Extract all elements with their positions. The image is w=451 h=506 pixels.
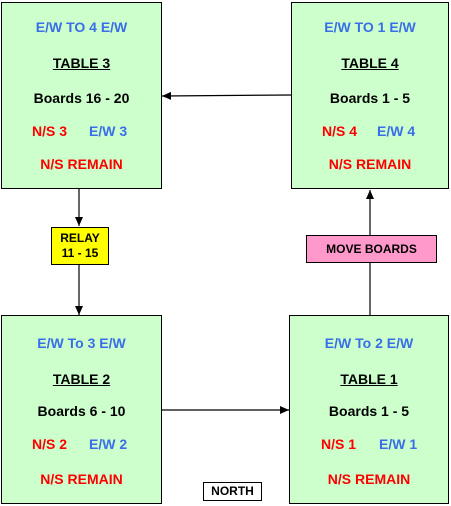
table-4-ew-move: E/W TO 1 E/W (324, 19, 416, 35)
table-1-ns-remain: N/S REMAIN (327, 471, 411, 487)
relay-boards: 11 - 15 (61, 246, 99, 260)
north-text: NORTH (211, 484, 254, 498)
relay-box: RELAY 11 - 15 (51, 227, 109, 265)
table-4-boards: Boards 1 - 5 (329, 90, 411, 106)
table-3-ew-move: E/W TO 4 E/W (35, 19, 128, 35)
table-1-ns-pair: N/S 1 (321, 436, 357, 452)
arrow-table4-to-table3 (161, 91, 292, 100)
table-2-ns-pair: N/S 2 (32, 436, 68, 452)
table-4-box: E/W TO 1 E/W TABLE 4 Boards 1 - 5 N/S 4 … (291, 2, 449, 189)
table-2-title: TABLE 2 (52, 371, 111, 387)
table-3-ns-pair: N/S 3 (32, 123, 68, 139)
table-4-ew-pair: E/W 4 (377, 123, 416, 139)
table-3-box: E/W TO 4 E/W TABLE 3 Boards 16 - 20 N/S … (1, 2, 162, 189)
table-3-title: TABLE 3 (52, 55, 111, 71)
table-3-ns-remain: N/S REMAIN (40, 156, 123, 172)
move-boards-box: MOVE BOARDS (306, 235, 437, 263)
table-1-boards: Boards 1 - 5 (328, 403, 410, 419)
table-1-ew-pair: E/W 1 (379, 436, 418, 452)
table-4-title: TABLE 4 (341, 55, 399, 71)
north-label: NORTH (203, 482, 262, 501)
table-1-title: TABLE 1 (340, 371, 398, 387)
relay-label: RELAY (60, 231, 100, 245)
table-2-ew-pair: E/W 2 (89, 436, 128, 452)
table-4-ns-pair: N/S 4 (322, 123, 358, 139)
table-2-box: E/W To 3 E/W TABLE 2 Boards 6 - 10 N/S 2… (1, 315, 162, 504)
table-1-box: E/W To 2 E/W TABLE 1 Boards 1 - 5 N/S 1 … (289, 315, 449, 504)
move-boards-label: MOVE BOARDS (326, 242, 417, 256)
table-2-boards: Boards 6 - 10 (37, 403, 126, 419)
table-1-ew-move: E/W To 2 E/W (324, 335, 414, 351)
table-4-ns-remain: N/S REMAIN (328, 156, 412, 172)
table-3-ew-pair: E/W 3 (89, 123, 128, 139)
table-2-ns-remain: N/S REMAIN (40, 471, 123, 487)
table-3-boards: Boards 16 - 20 (33, 90, 130, 106)
table-2-ew-move: E/W To 3 E/W (37, 335, 126, 351)
